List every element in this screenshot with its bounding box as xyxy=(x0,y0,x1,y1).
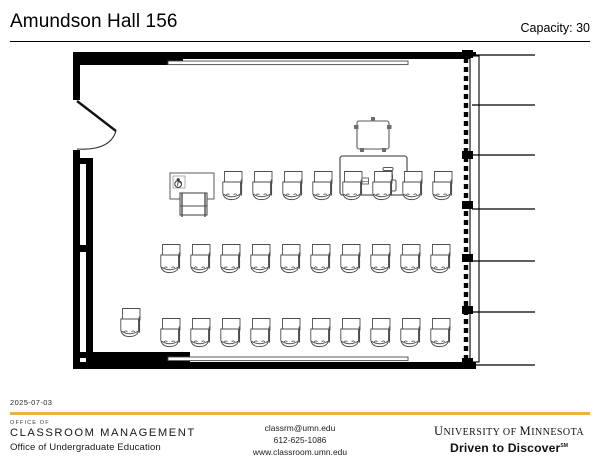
brand-name: CLASSROOM MANAGEMENT xyxy=(10,427,196,440)
umn-tagline: Driven to DiscoverSM xyxy=(434,441,584,456)
door-swing xyxy=(76,100,117,150)
floorplan-drawing xyxy=(73,50,535,369)
capacity-label: Capacity: 30 xyxy=(520,21,590,35)
umn-wordmark-innesota: INNESOTA xyxy=(531,427,584,438)
seating-row-1 xyxy=(222,170,453,201)
brand-subtitle: Office of Undergraduate Education xyxy=(10,442,161,454)
loose-chair xyxy=(120,307,141,338)
umn-servicemark: SM xyxy=(560,442,568,449)
accessible-table xyxy=(169,172,215,217)
umn-wordmark-u: U xyxy=(433,424,444,438)
whiteboard-rear xyxy=(167,356,409,362)
page-header: Amundson Hall 156 Capacity: 30 xyxy=(0,0,600,46)
window-wall xyxy=(462,50,480,366)
whiteboard-front xyxy=(167,60,409,66)
contact-email[interactable]: classrm@umn.edu xyxy=(264,423,336,433)
classroom-management-logo: OFFICE OF CLASSROOM MANAGEMENT Office of… xyxy=(10,420,196,453)
room-walls xyxy=(73,52,476,369)
umn-wordmark: UNIVERSITY OF MINNESOTA xyxy=(434,424,584,440)
plan-date-stamp: 2025-07-03 xyxy=(10,398,53,407)
contact-phone[interactable]: 612-625-1086 xyxy=(273,435,327,446)
dimension-leaders xyxy=(472,54,535,366)
page-footer: OFFICE OF CLASSROOM MANAGEMENT Office of… xyxy=(0,415,600,464)
umn-wordmark-niversity-of: NIVERSITY OF xyxy=(443,427,520,438)
umn-wordmark-m: M xyxy=(519,424,532,438)
floorplan-container xyxy=(0,46,600,394)
contact-website[interactable]: www.classroom.umn.edu xyxy=(252,447,348,458)
umn-tagline-text: Driven to Discover xyxy=(450,440,561,455)
header-divider xyxy=(10,41,590,42)
seating-row-2 xyxy=(160,243,451,274)
ceiling-projector-icon xyxy=(354,117,392,152)
umn-logo: UNIVERSITY OF MINNESOTA Driven to Discov… xyxy=(434,424,584,456)
footer-contact-block: classrm@umn.edu 612-625-1086 www.classro… xyxy=(0,422,600,459)
page-title: Amundson Hall 156 xyxy=(10,11,178,32)
seating-row-3 xyxy=(160,317,451,348)
brand-eyebrow: OFFICE OF xyxy=(10,420,50,426)
footer-divider xyxy=(10,412,590,415)
